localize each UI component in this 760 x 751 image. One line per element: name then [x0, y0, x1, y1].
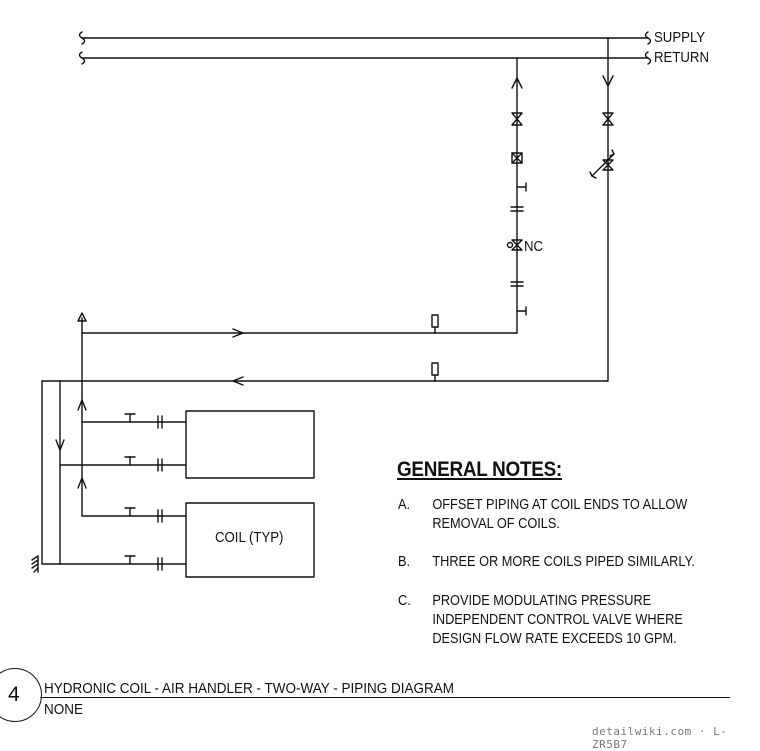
note-line: REMOVAL OF COILS.: [432, 516, 560, 532]
supply-main-pipe: [78, 31, 652, 45]
supply-branch-pipe: [59, 37, 615, 386]
coil-upper: [185, 410, 315, 479]
note-letter: C.: [398, 593, 411, 609]
drawing-scale: NONE: [44, 701, 84, 718]
coil-label: COIL (TYP): [215, 529, 284, 546]
note-line: THREE OR MORE COILS PIPED SIMILARLY.: [432, 554, 695, 570]
coil-headers: [31, 312, 87, 573]
note-line: PROVIDE MODULATING PRESSURE: [432, 593, 652, 609]
note-line: OFFSET PIPING AT COIL ENDS TO ALLOW: [432, 497, 688, 513]
watermark: detailwiki.com · L-ZR5B7: [592, 725, 728, 751]
general-notes-title: GENERAL NOTES:: [397, 458, 562, 481]
coil-connections: [59, 413, 187, 571]
note-letter: B.: [398, 554, 411, 570]
return-label: RETURN: [654, 49, 709, 66]
coil-lower: [185, 502, 315, 578]
drawing-title: HYDRONIC COIL - AIR HANDLER - TWO-WAY - …: [44, 680, 455, 697]
detail-number: 4: [8, 683, 20, 706]
supply-label: SUPPLY: [654, 29, 706, 46]
valve-nc-label: NC: [524, 238, 544, 255]
return-main-pipe: [78, 51, 652, 65]
note-letter: A.: [398, 497, 411, 513]
title-rule: [40, 697, 730, 698]
note-line: DESIGN FLOW RATE EXCEEDS 10 GPM.: [432, 631, 677, 647]
return-branch-pipe: [81, 57, 527, 338]
note-line: INDEPENDENT CONTROL VALVE WHERE: [432, 612, 683, 628]
